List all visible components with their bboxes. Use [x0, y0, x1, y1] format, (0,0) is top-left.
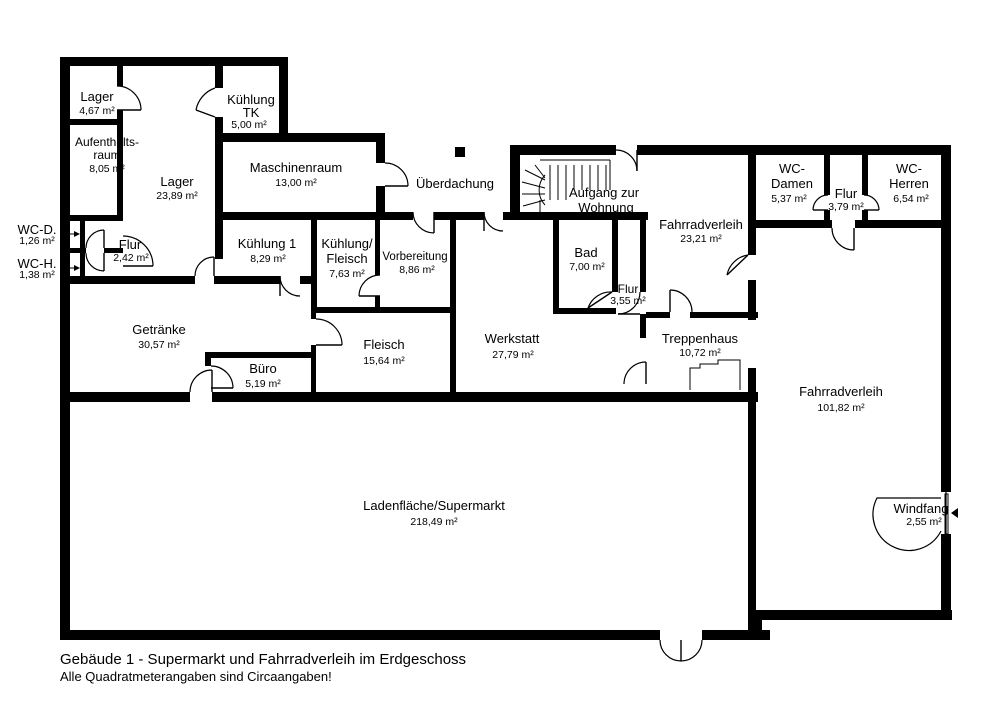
room-aufgang-name2: Wohnung	[578, 200, 633, 215]
room-bad-name: Bad	[574, 245, 597, 260]
room-wc-herren-area: 6,54 m²	[893, 193, 929, 205]
room-windfang-name: Windfang	[894, 501, 949, 516]
label-leaders	[60, 231, 80, 271]
room-treppenhaus-name: Treppenhaus	[662, 331, 739, 346]
plan-title: Gebäude 1 - Supermarkt und Fahrradverlei…	[60, 651, 467, 668]
room-kuehlung-tk-name2: TK	[243, 105, 260, 120]
room-fahrradverleih-big-name: Fahrradverleih	[799, 384, 883, 399]
room-ueberdachung-name: Überdachung	[416, 176, 494, 191]
room-vorbereitung-area: 8,86 m²	[399, 264, 435, 276]
room-treppenhaus-area: 10,72 m²	[679, 347, 721, 359]
room-fleisch-name: Fleisch	[363, 337, 404, 352]
room-wc-h-name: WC-H.	[18, 256, 57, 271]
room-wc-damen-name2: Damen	[771, 176, 813, 191]
room-ladenflaeche-name: Ladenfläche/Supermarkt	[363, 498, 505, 513]
outer-walls	[60, 57, 952, 640]
room-kuehlung-tk-area: 5,00 m²	[231, 119, 267, 131]
room-maschinenraum-name: Maschinenraum	[250, 160, 343, 175]
room-kuehlung1-area: 8,29 m²	[250, 253, 286, 265]
room-lager-small-area: 4,67 m²	[79, 105, 115, 117]
room-wc-damen-name: WC-	[779, 161, 805, 176]
room-buero-name: Büro	[249, 361, 276, 376]
plan-subtitle: Alle Quadratmeterangaben sind Circaangab…	[60, 669, 332, 684]
room-werkstatt-name: Werkstatt	[485, 331, 540, 346]
room-werkstatt-area: 27,79 m²	[492, 349, 534, 361]
room-fleisch-area: 15,64 m²	[363, 355, 405, 367]
room-flur-bad-name: Flur	[618, 282, 639, 296]
room-lager-big-name: Lager	[160, 174, 194, 189]
room-flur-left-name: Flur	[119, 237, 142, 252]
room-flur-bad-area: 3,55 m²	[610, 295, 646, 307]
room-windfang-area: 2,55 m²	[906, 516, 942, 528]
room-lager-big-area: 23,89 m²	[156, 190, 198, 202]
staircase	[521, 159, 741, 390]
room-wc-herren-name2: Herren	[889, 176, 929, 191]
room-kuehlung-tk-name: Kühlung	[227, 92, 275, 107]
room-bad-area: 7,00 m²	[569, 261, 605, 273]
room-wc-d-name: WC-D.	[18, 222, 57, 237]
room-getraenke-name: Getränke	[132, 322, 185, 337]
room-kuehlung1-name: Kühlung 1	[238, 236, 297, 251]
doors	[85, 85, 958, 662]
room-ladenflaeche-area: 218,49 m²	[410, 516, 458, 528]
room-flur-wc-area: 3,79 m²	[828, 201, 864, 213]
room-lager-small-name: Lager	[80, 89, 114, 104]
room-labels: Lager 4,67 m² Kühlung TK 5,00 m² Aufenth…	[18, 89, 949, 528]
room-aufgang-name: Aufgang zur	[569, 185, 640, 200]
room-wc-damen-area: 5,37 m²	[771, 193, 807, 205]
room-aufenthaltsraum-name: Aufenthalts-	[75, 135, 139, 149]
room-maschinenraum-area: 13,00 m²	[275, 177, 317, 189]
room-kuehlung-fleisch-area: 7,63 m²	[329, 268, 365, 280]
room-flur-left-area: 2,42 m²	[113, 252, 149, 264]
room-vorbereitung-name: Vorbereitung	[382, 251, 447, 263]
room-getraenke-area: 30,57 m²	[138, 339, 180, 351]
room-kuehlung-fleisch-name: Kühlung/	[321, 236, 373, 251]
room-kuehlung-fleisch-name2: Fleisch	[326, 251, 367, 266]
room-aufenthaltsraum-name2: raum	[93, 148, 120, 162]
room-wc-h-area: 1,38 m²	[19, 269, 55, 281]
interior-walls	[70, 66, 945, 630]
room-wc-herren-name: WC-	[896, 161, 922, 176]
room-fahrradverleih-small-area: 23,21 m²	[680, 233, 722, 245]
room-buero-area: 5,19 m²	[245, 378, 281, 390]
room-fahrradverleih-small-name: Fahrradverleih	[659, 217, 743, 232]
room-flur-wc-name: Flur	[835, 186, 858, 201]
room-aufenthaltsraum-area: 8,05 m²	[89, 163, 125, 175]
room-fahrradverleih-big-area: 101,82 m²	[817, 402, 865, 414]
room-wc-d-area: 1,26 m²	[19, 235, 55, 247]
support-column	[455, 147, 465, 157]
